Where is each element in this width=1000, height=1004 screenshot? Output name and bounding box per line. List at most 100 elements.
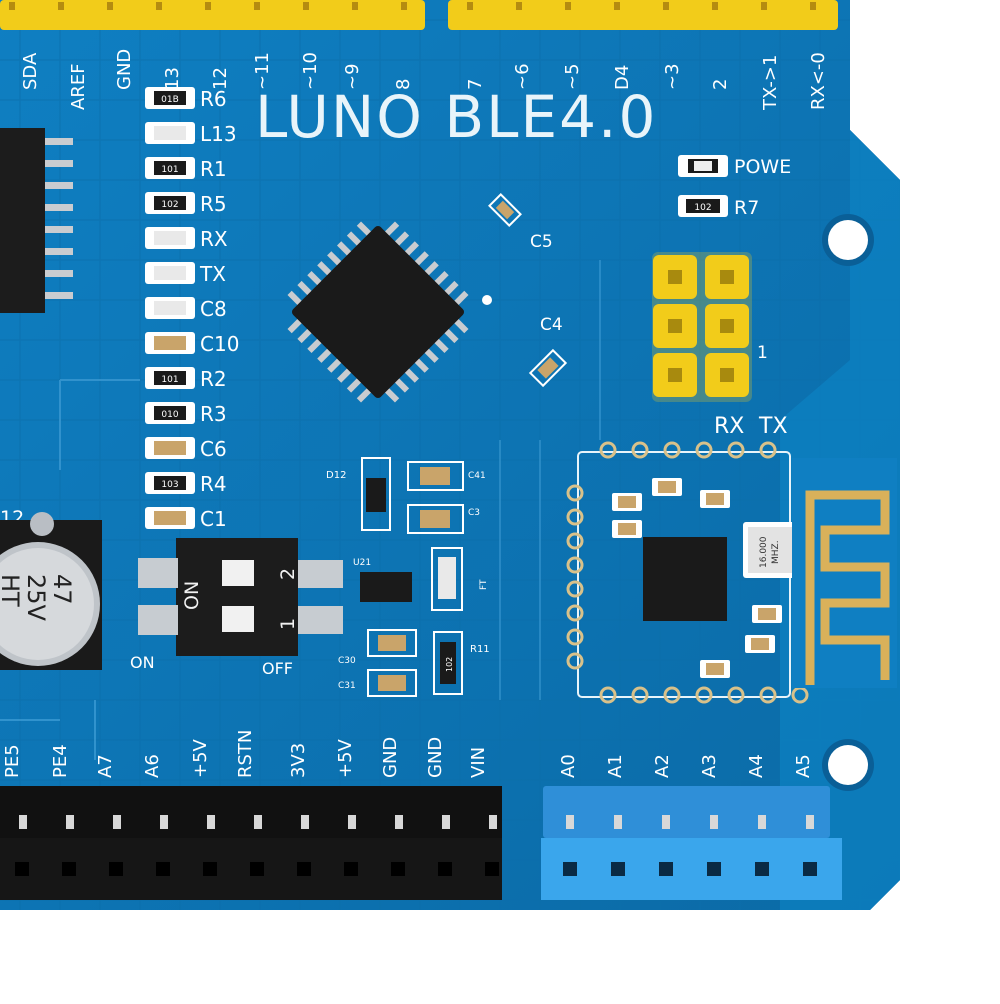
top-header-label: D4: [612, 65, 633, 90]
mcu-pin: [393, 377, 410, 393]
mcu-pin: [433, 270, 449, 287]
smd-component: RX: [145, 227, 228, 251]
header-pin: [663, 2, 669, 10]
silkscreen-outlines: [0, 260, 601, 760]
header-pin: [614, 815, 622, 829]
switch-label-off: OFF: [262, 659, 293, 678]
header-pin: [301, 815, 309, 829]
bottom-power-label: 3V3: [288, 743, 309, 778]
header-socket: [250, 862, 264, 876]
label-jumper-1: 1: [757, 343, 768, 363]
label-powe: POWE: [734, 156, 791, 178]
mcu-pin: [423, 261, 439, 277]
header-pin: [614, 2, 620, 10]
bottom-power-label: VIN: [468, 747, 489, 778]
header-socket: [755, 862, 769, 876]
bottom-power-label: PE5: [2, 744, 23, 778]
mcu-pin: [383, 221, 400, 238]
mcu-pin: [413, 357, 429, 373]
header-pin: [205, 2, 211, 10]
label-c31: C31: [338, 681, 356, 691]
smd-component: L13: [145, 122, 237, 146]
power-led: POWE: [678, 155, 791, 178]
header-pin: [395, 815, 403, 829]
header-pin: [113, 815, 121, 829]
ic-pin: [45, 138, 73, 145]
mcu-pin: [346, 377, 363, 393]
component-label: R1: [200, 157, 227, 181]
header-pin: [352, 2, 358, 10]
analog-label: A0: [558, 754, 579, 778]
switch-on-body: ON: [181, 581, 203, 610]
top-header-label: ~5: [562, 63, 583, 90]
top-header-label: ~3: [662, 63, 683, 90]
mcu-pin: [413, 251, 429, 267]
top-header-label: 7: [465, 79, 486, 90]
board-title: LUNO BLE4.0: [255, 83, 657, 151]
component-label: R4: [200, 472, 227, 496]
electrolytic-capacitor: 12 47 25V HT: [0, 507, 102, 670]
header-pin: [516, 2, 522, 10]
switch-lever-2[interactable]: [222, 560, 254, 586]
component-label: R5: [200, 192, 227, 216]
header-pin: [810, 2, 816, 10]
switch-lever-1[interactable]: [222, 606, 254, 632]
mounting-holes: [822, 214, 874, 791]
component-label: TX: [199, 262, 226, 286]
bottom-header-blue: [541, 786, 842, 900]
label-c3: C3: [468, 508, 480, 518]
jumper-block: 1 RX TX: [652, 252, 788, 439]
header-socket: [62, 862, 76, 876]
component-label: R2: [200, 367, 227, 391]
mcu-pin: [383, 386, 400, 403]
chip-code: 102: [161, 200, 178, 210]
header-socket: [803, 862, 817, 876]
chip-code: 010: [161, 410, 178, 420]
pcb-antenna: [792, 458, 897, 688]
header-socket: [563, 862, 577, 876]
header-socket: [707, 862, 721, 876]
header-socket: [15, 862, 29, 876]
header-pin: [442, 815, 450, 829]
header-socket: [611, 862, 625, 876]
ic-pin: [45, 182, 73, 189]
header-pin: [19, 815, 27, 829]
bottom-power-label: A7: [95, 754, 116, 778]
dip-switch[interactable]: ON 2 1 ON OFF: [130, 538, 343, 678]
smd-component: C1: [145, 507, 227, 531]
analog-label: A4: [746, 754, 767, 778]
mcu-pin: [287, 317, 304, 334]
header-socket: [344, 862, 358, 876]
header-pin: [662, 815, 670, 829]
analog-label: A2: [652, 754, 673, 778]
ble-module: 16.000 MHZ.: [566, 441, 809, 704]
analog-label: A1: [605, 754, 626, 778]
ic-pin: [45, 226, 73, 233]
switch-pos-1: 1: [277, 618, 299, 630]
bottom-power-label: +5V: [335, 738, 356, 778]
r11-code: 102: [445, 657, 454, 672]
bottom-header-black: [0, 786, 502, 900]
top-header-label: ~10: [300, 52, 321, 90]
header-pin: [9, 2, 15, 10]
header-pin: [156, 2, 162, 10]
mcu-pin: [327, 357, 343, 373]
label-r11: R11: [470, 644, 490, 655]
top-header-label: ~6: [512, 63, 533, 90]
mcu-pin: [307, 270, 323, 287]
header-socket: [203, 862, 217, 876]
label-tx: TX: [758, 414, 788, 439]
component-label: RX: [200, 227, 228, 251]
top-header-right: [448, 0, 838, 30]
label-ft: FT: [479, 579, 489, 590]
component-label: C6: [200, 437, 227, 461]
top-header-label: AREF: [68, 63, 89, 110]
bottom-power-label: GND: [380, 737, 401, 778]
chip-code: 101: [161, 165, 178, 175]
mcu-pin: [297, 327, 313, 344]
label-rx: RX: [714, 414, 744, 439]
label-c30: C30: [338, 656, 356, 666]
